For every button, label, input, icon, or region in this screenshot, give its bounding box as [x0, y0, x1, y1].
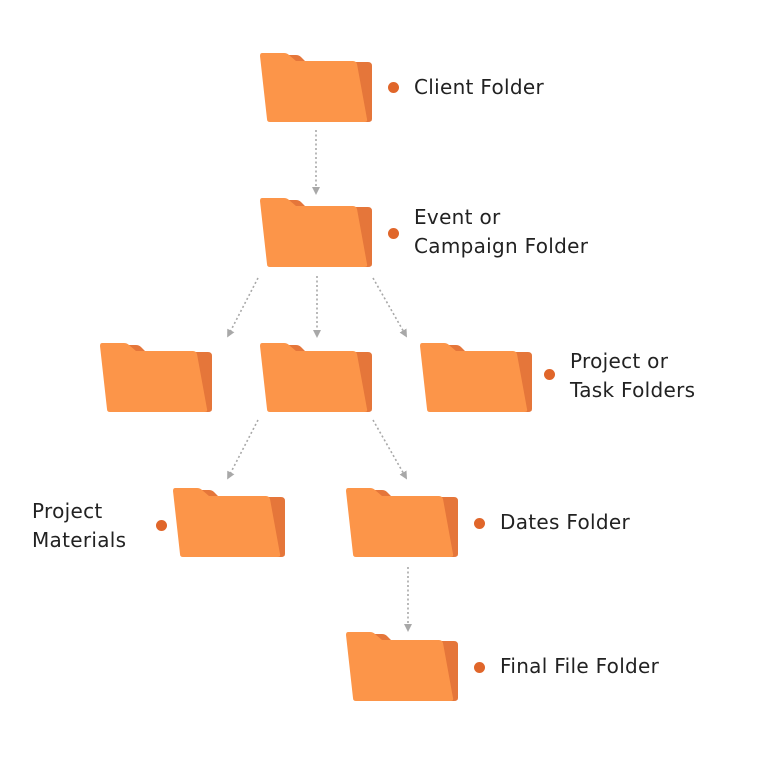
folder-front	[420, 343, 528, 412]
label-project-task-folders: Project or Task Folders	[570, 347, 695, 405]
label-line: Project	[32, 499, 103, 523]
label-project-materials: Project Materials	[32, 497, 126, 555]
label-line: Project or	[570, 349, 669, 373]
folder-icon-dates	[346, 488, 458, 557]
folder-icon-client	[260, 53, 372, 122]
bullet-dot	[388, 228, 399, 239]
label-line: Event or	[414, 205, 501, 229]
dashed-arrow	[227, 277, 259, 338]
folder-icon-event	[260, 198, 372, 267]
label-line: Materials	[32, 528, 127, 552]
folder-icon-project-3	[420, 343, 532, 412]
label-dates-folder: Dates Folder	[500, 510, 630, 534]
folder-icon-materials	[173, 488, 285, 557]
folder-front	[100, 343, 208, 412]
folder-icon-project-2	[260, 343, 372, 412]
label-final-file-folder: Final File Folder	[500, 654, 660, 678]
label-client-folder: Client Folder	[414, 75, 544, 99]
folder-front	[346, 632, 454, 701]
bullet-dot	[388, 82, 399, 93]
dashed-arrow	[227, 419, 259, 480]
dashed-arrow	[372, 419, 407, 480]
folder-front	[173, 488, 281, 557]
bullet-dot	[474, 662, 485, 673]
bullet-dot	[156, 520, 167, 531]
folder-front	[260, 198, 368, 267]
label-line: Task Folders	[570, 378, 696, 402]
dashed-arrow	[372, 277, 407, 338]
folder-front	[346, 488, 454, 557]
folder-icon-project-1	[100, 343, 212, 412]
folder-front	[260, 343, 368, 412]
folder-front	[260, 53, 368, 122]
label-line: Campaign Folder	[414, 234, 589, 258]
folder-icon-final	[346, 632, 458, 701]
bullet-dot	[474, 518, 485, 529]
label-event-campaign-folder: Event or Campaign Folder	[414, 203, 588, 261]
bullet-dot	[544, 369, 555, 380]
